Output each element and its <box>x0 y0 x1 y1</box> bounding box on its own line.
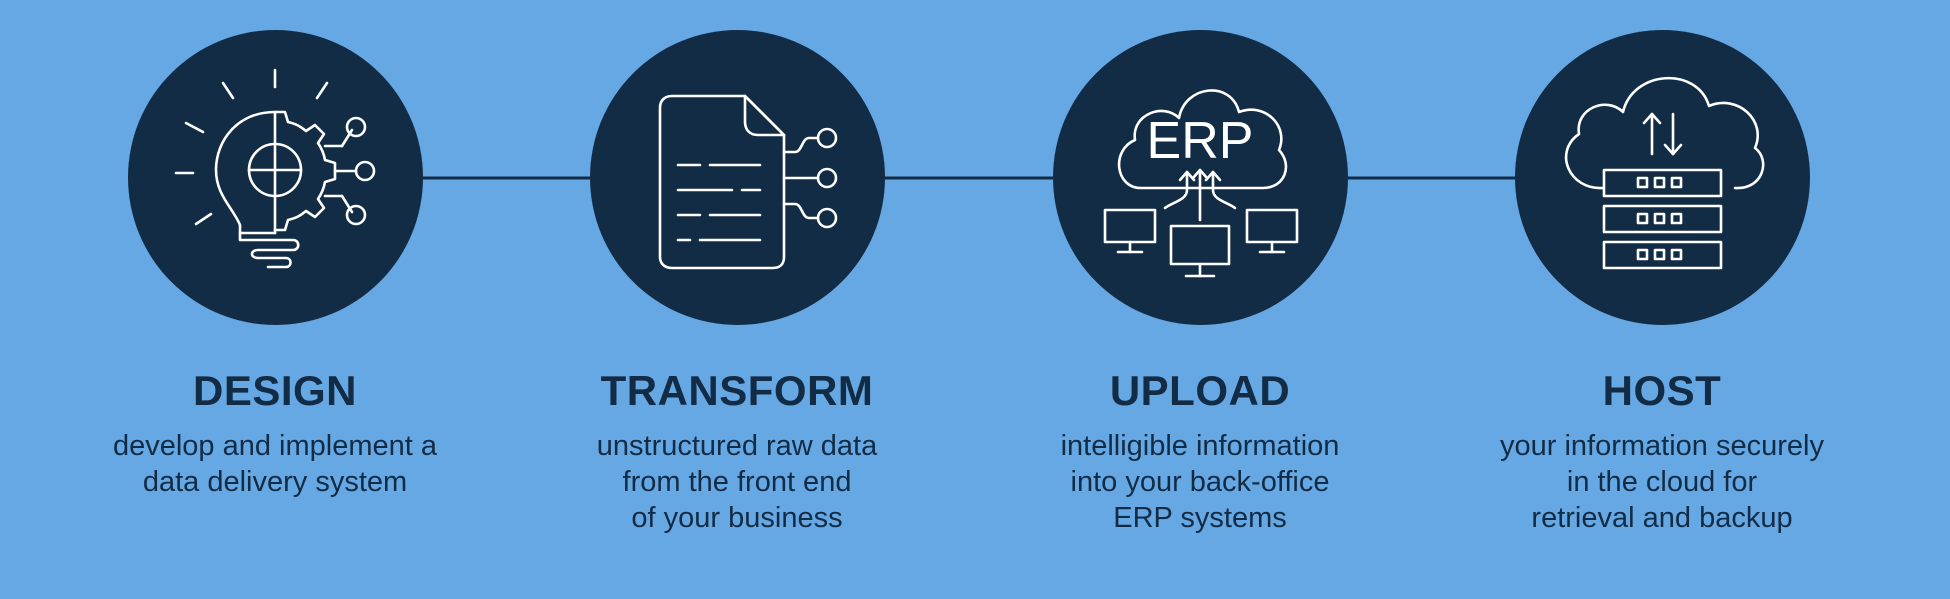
erp-cloud-upload-icon: ERP <box>1103 89 1299 278</box>
step-host-description: your information securely in the cloud f… <box>1452 428 1872 536</box>
step-design-circle <box>128 30 423 325</box>
description-line: from the front end <box>622 466 852 498</box>
description-line: into your back-office <box>1070 466 1330 498</box>
cloud-server-icon <box>1564 76 1765 270</box>
description-line: of your business <box>631 502 843 534</box>
step-upload-circle: ERP <box>1053 30 1348 325</box>
description-line: retrieval and backup <box>1531 502 1793 534</box>
step-host-title: HOST <box>1602 367 1722 414</box>
step-host: HOST your information securely in the cl… <box>1452 0 1872 599</box>
step-transform-circle <box>590 30 885 325</box>
description-line: data delivery system <box>142 466 408 498</box>
description-line: in the cloud for <box>1566 466 1758 498</box>
step-upload-title: UPLOAD <box>1109 367 1291 414</box>
erp-label: ERP <box>1147 112 1254 170</box>
step-transform-description: unstructured raw data from the front end… <box>527 428 947 536</box>
step-host-circle <box>1515 30 1810 325</box>
step-design-title: DESIGN <box>192 367 358 414</box>
step-transform-title: TRANSFORM <box>600 367 874 414</box>
step-upload-description: intelligible information into your back-… <box>990 428 1410 536</box>
description-line: ERP systems <box>1113 502 1287 534</box>
step-upload: ERP UPLOAD intelligible information into… <box>990 0 1410 599</box>
description-line: intelligible information <box>1060 430 1340 462</box>
description-line: develop and implement a <box>112 430 438 462</box>
document-nodes-icon <box>658 94 838 270</box>
step-transform: TRANSFORM unstructured raw data from the… <box>527 0 947 599</box>
description-line: your information securely <box>1500 430 1824 462</box>
step-design-description: develop and implement a data delivery sy… <box>65 428 485 500</box>
lightbulb-gear-icon <box>174 68 376 269</box>
description-line: unstructured raw data <box>596 430 878 462</box>
step-design: DESIGN develop and implement a data deli… <box>65 0 485 599</box>
